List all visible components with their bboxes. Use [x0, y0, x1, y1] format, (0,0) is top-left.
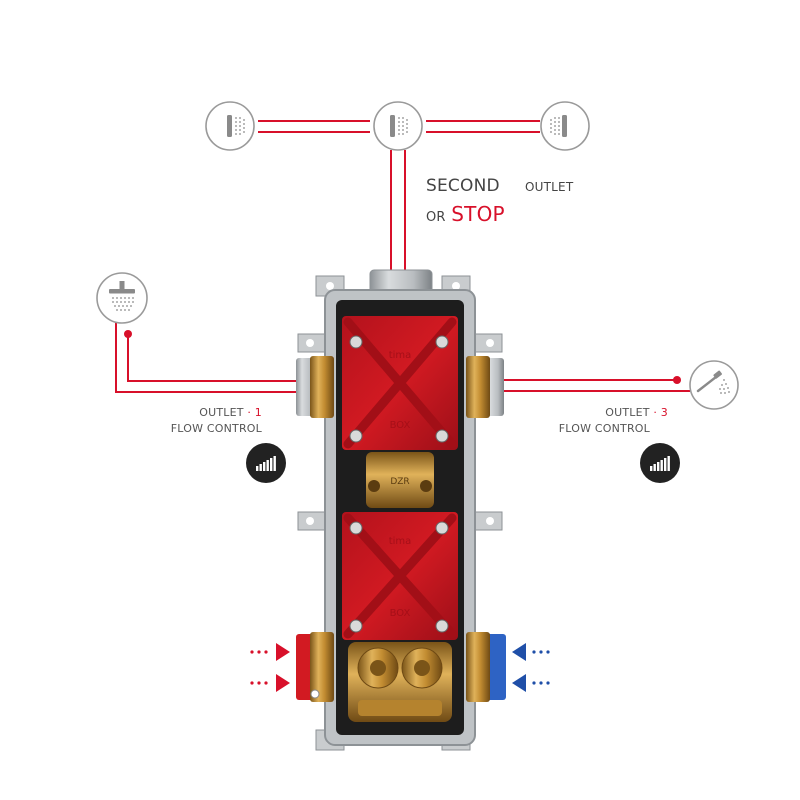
flow-control-3-text: FLOW CONTROL	[558, 422, 650, 435]
outlet-text: OUTLET	[525, 180, 574, 194]
or-text: OR	[426, 210, 446, 225]
flow-control-1-label: FLOW CONTROL	[171, 422, 262, 435]
pipe-outlet-1	[115, 318, 300, 393]
side-jet-shower-icon	[205, 101, 255, 151]
second-outlet-label: SECOND OUTLET	[426, 176, 573, 196]
cold-inlet-arrow-icon	[512, 674, 550, 692]
outlet-3-text: OUTLET	[605, 406, 650, 419]
outlet-1-text: OUTLET	[199, 406, 244, 419]
flow-control-3-label: FLOW CONTROL	[559, 422, 650, 435]
or-stop-label: OR STOP	[426, 202, 505, 226]
flow-control-bars-icon	[246, 443, 286, 483]
stop-text: STOP	[451, 202, 505, 226]
outlet-1-number: 1	[254, 406, 262, 419]
hand-shower-icon	[689, 360, 739, 410]
concealed-valve-body: tima BOX DZR tima BOX	[296, 269, 506, 751]
outlet-1-separator: ·	[247, 406, 252, 419]
cap-box-text: BOX	[390, 608, 411, 619]
cap-box-text: BOX	[390, 420, 411, 431]
overhead-rain-shower-icon	[96, 272, 148, 324]
pipe-outlet-1-end-dot	[124, 330, 132, 338]
outlet-3-separator: ·	[653, 406, 658, 419]
upper-protective-cap: tima BOX	[342, 316, 458, 450]
outlet-1-label: OUTLET · 1	[199, 406, 262, 419]
flow-control-bars-icon	[640, 443, 680, 483]
hot-inlet-arrow-icon	[250, 643, 290, 661]
pipe-outlet-3-end-dot	[673, 376, 681, 384]
valve-marking-text: DZR	[390, 477, 409, 487]
pipe-second-outlet	[390, 150, 406, 270]
cold-inlet-arrow-icon	[512, 643, 550, 661]
cap-brand-text: tima	[389, 536, 412, 547]
second-text: SECOND	[426, 176, 500, 196]
side-jet-shower-icon	[540, 101, 590, 151]
pipe-outlet-3	[500, 379, 690, 392]
flow-control-1-text: FLOW CONTROL	[170, 422, 262, 435]
lower-protective-cap: tima BOX	[342, 512, 458, 640]
cap-brand-text: tima	[389, 350, 412, 361]
side-jet-shower-icon	[373, 101, 423, 151]
outlet-3-number: 3	[660, 406, 668, 419]
pipe-top-right	[426, 120, 540, 133]
outlet-3-label: OUTLET · 3	[605, 406, 668, 419]
pipe-top-left	[258, 120, 370, 133]
hot-inlet-arrow-icon	[250, 674, 290, 692]
